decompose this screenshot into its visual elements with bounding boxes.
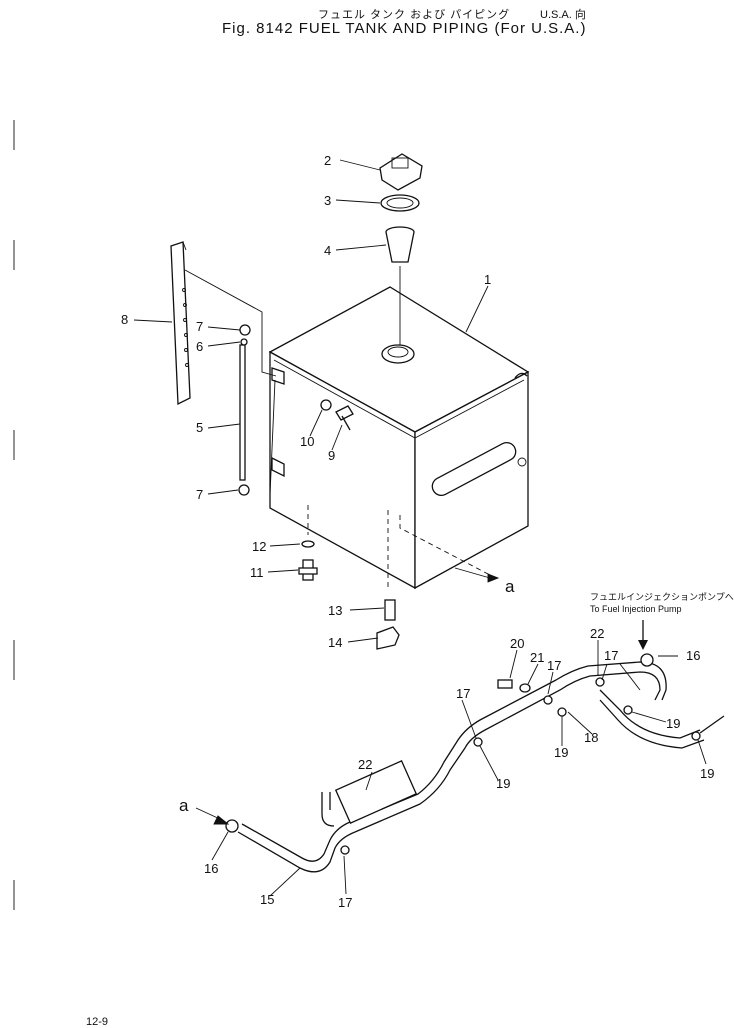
- callout-7-top: 7: [196, 319, 203, 334]
- callout-8: 8: [121, 312, 128, 327]
- callout-20: 20: [510, 636, 524, 651]
- pump-note-en: To Fuel Injection Pump: [590, 604, 682, 614]
- callout-6: 6: [196, 339, 203, 354]
- callout-17-mid: 17: [456, 686, 470, 701]
- pump-note-jp: フュエルインジェクションポンプへ: [590, 592, 734, 602]
- page-number: 12-9: [86, 1016, 109, 1028]
- callout-16-left: 16: [204, 861, 218, 876]
- callout-1: 1: [484, 272, 491, 287]
- callout-11: 11: [250, 565, 264, 580]
- filler-cap-assembly: [379, 153, 423, 345]
- callout-17-right: 17: [604, 648, 618, 663]
- callout-5: 5: [196, 420, 203, 435]
- callout-21: 21: [530, 650, 544, 665]
- callout-18: 18: [584, 730, 598, 745]
- callout-10: 10: [300, 434, 314, 449]
- callout-a-tank: a: [505, 577, 515, 596]
- callout-15: 15: [260, 892, 274, 907]
- bolt-washer: [320, 399, 354, 431]
- usa-japanese-label: U.S.A. 向: [540, 9, 586, 21]
- callout-17-upper: 17: [547, 658, 561, 673]
- callout-14: 14: [328, 635, 342, 650]
- level-gauge-guard: [170, 241, 277, 496]
- callout-a-pipe: a: [179, 796, 189, 815]
- japanese-title: フュエル タンク および パイピング: [318, 9, 511, 21]
- callout-16-right: 16: [686, 648, 700, 663]
- callout-9: 9: [328, 448, 335, 463]
- fuel-tank: [268, 286, 530, 590]
- figure-title: Fig. 8142 FUEL TANK AND PIPING (For U.S.…: [222, 20, 587, 37]
- callout-22-left: 22: [358, 757, 372, 772]
- callout-19-c: 19: [666, 716, 680, 731]
- callout-7-bottom: 7: [196, 487, 203, 502]
- callout-19-b: 19: [496, 776, 510, 791]
- callout-17-bottom: 17: [338, 895, 352, 910]
- callout-12: 12: [252, 539, 266, 554]
- callout-2: 2: [324, 153, 331, 168]
- callout-22-right: 22: [590, 626, 604, 641]
- callout-4: 4: [324, 243, 331, 258]
- callout-labels: 1 2 3 4 5 6 7 7 8 9 10 11 12 13 14 15 16…: [121, 153, 734, 910]
- callout-3: 3: [324, 193, 331, 208]
- leader-lines: [133, 159, 707, 897]
- drain-cock: [376, 599, 400, 650]
- drain-bolt: [298, 505, 318, 581]
- callout-19-a: 19: [554, 745, 568, 760]
- header: フュエル タンク および パイピング U.S.A. 向 Fig. 8142 FU…: [0, 0, 734, 44]
- callout-19-d: 19: [700, 766, 714, 781]
- callout-13: 13: [328, 603, 342, 618]
- fuel-piping: [225, 620, 725, 873]
